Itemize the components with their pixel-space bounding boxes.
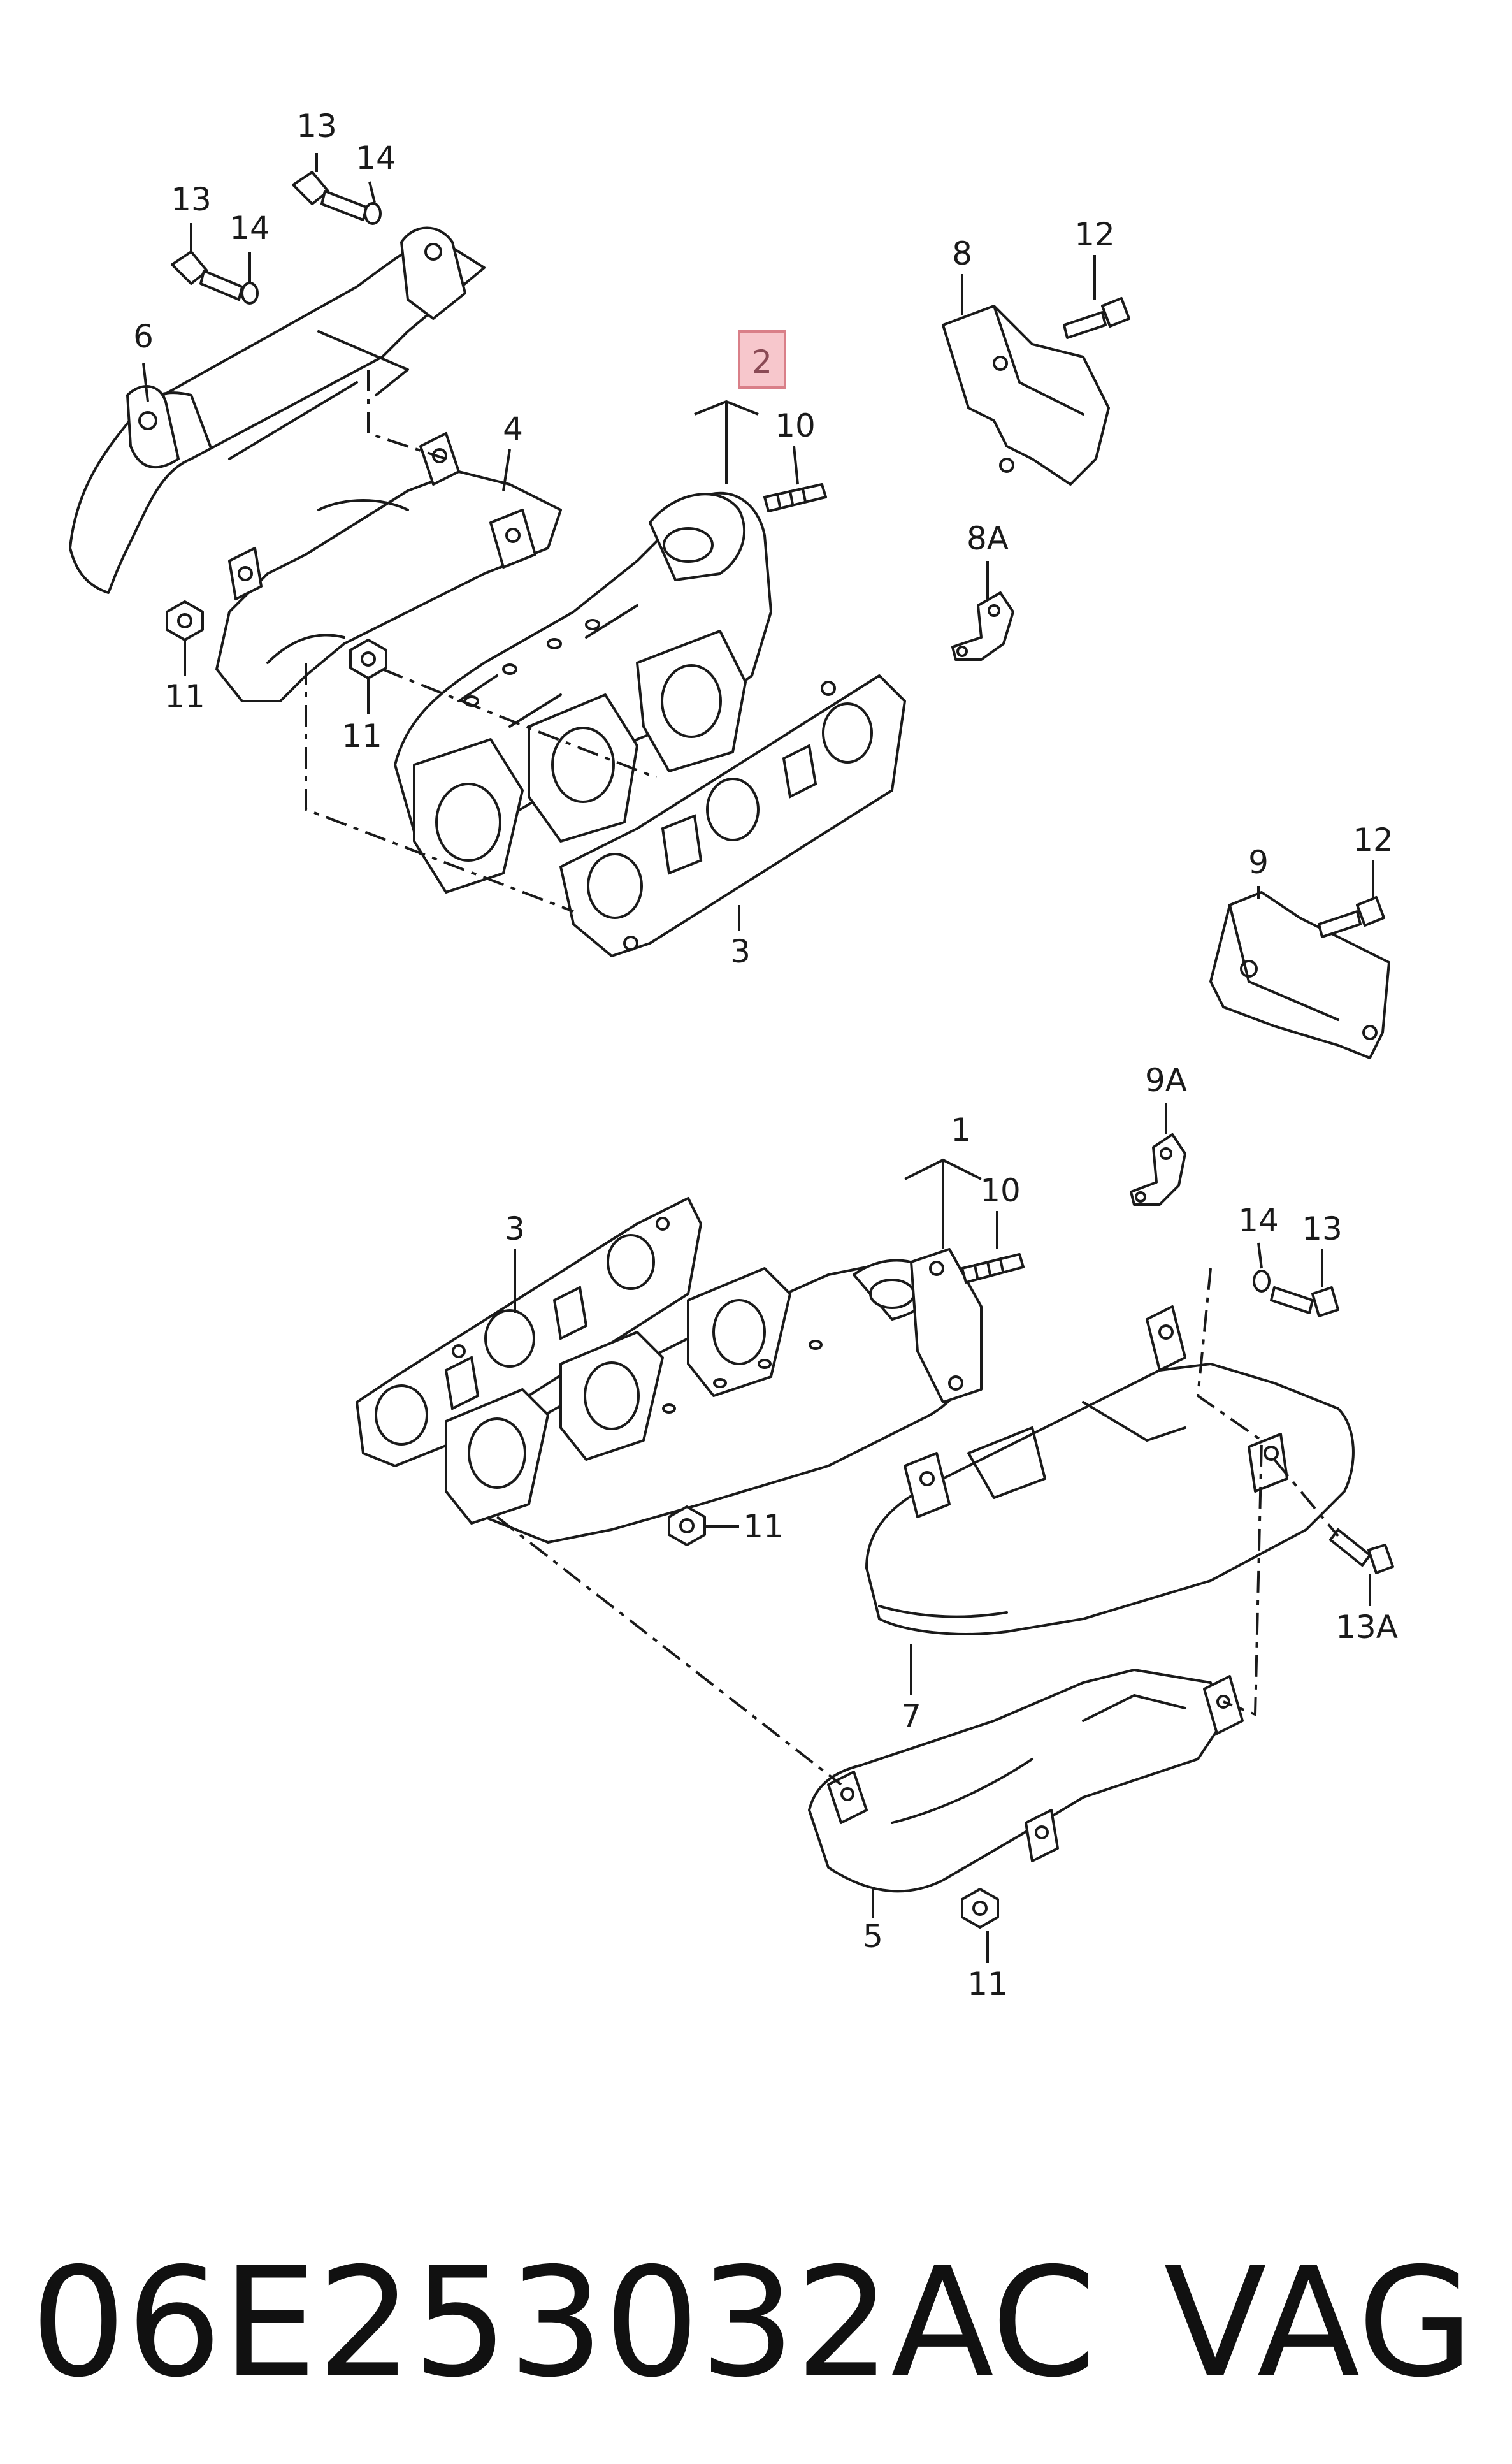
callout-13-lower: 13 xyxy=(1302,1210,1343,1247)
nut-11-upper-b xyxy=(349,639,387,679)
callout-12-upper: 12 xyxy=(1074,216,1115,253)
bracket-8 xyxy=(942,305,1110,486)
callout-2-highlight xyxy=(738,330,786,389)
callout-13-left: 13 xyxy=(171,181,212,218)
callout-4: 4 xyxy=(503,410,523,447)
nut-11-lower-b xyxy=(961,1888,999,1929)
callout-11-lower-b: 11 xyxy=(967,1966,1008,2003)
callout-5: 5 xyxy=(863,1918,883,1955)
washer-14-upper-a xyxy=(364,202,382,225)
heat-shield-6 xyxy=(69,226,486,594)
callout-12-lower: 12 xyxy=(1353,822,1393,859)
washer-14-upper-b xyxy=(241,282,259,305)
callout-10-lower: 10 xyxy=(980,1172,1021,1209)
bolt-13-upper-b xyxy=(171,250,243,301)
stud-10-lower xyxy=(961,1253,1025,1284)
callout-6: 6 xyxy=(133,318,154,355)
bracket-9A xyxy=(1130,1133,1186,1206)
exhaust-manifold-1 xyxy=(445,1248,983,1544)
callout-9: 9 xyxy=(1248,844,1269,881)
bolt-13-upper-a xyxy=(292,171,368,221)
gasket-3-lower xyxy=(356,1197,702,1467)
callout-leaders xyxy=(142,153,1374,1963)
bracket-9 xyxy=(1209,891,1390,1059)
callout-8: 8 xyxy=(952,235,972,272)
callout-1: 1 xyxy=(951,1112,971,1149)
bracket-8A xyxy=(951,591,1014,661)
callout-11-upper-b: 11 xyxy=(342,718,382,755)
exhaust-manifold-2 xyxy=(394,491,772,894)
callout-11-lower-a: 11 xyxy=(743,1508,784,1545)
brand-label: VAG xyxy=(1163,2235,1474,2410)
bolt-13A xyxy=(1329,1528,1394,1574)
callout-3-upper: 3 xyxy=(730,933,751,970)
part-number: 06E253032AC xyxy=(31,2235,1097,2410)
callout-10-upper: 10 xyxy=(775,407,816,444)
callout-14-left: 14 xyxy=(229,210,270,247)
callout-8A: 8A xyxy=(967,520,1009,557)
callout-9A: 9A xyxy=(1145,1062,1187,1099)
callout-14-lower: 14 xyxy=(1238,1202,1279,1239)
washer-14-lower xyxy=(1253,1270,1271,1293)
heat-shield-7 xyxy=(865,1305,1355,1635)
stud-10-upper xyxy=(763,483,827,512)
callout-3-lower: 3 xyxy=(505,1210,525,1247)
callout-13-top: 13 xyxy=(296,108,337,145)
callout-11-upper-a: 11 xyxy=(164,678,205,715)
callout-7: 7 xyxy=(901,1698,921,1735)
assembly-lines xyxy=(305,370,1339,1786)
bolt-12-lower xyxy=(1318,896,1385,938)
callout-labels: 13 14 13 14 6 4 2 10 8 12 8A 11 11 3 9 1… xyxy=(133,108,1398,2003)
gasket-3-upper xyxy=(559,674,906,957)
callout-13A: 13A xyxy=(1336,1609,1398,1646)
callout-14-top: 14 xyxy=(356,140,396,177)
heat-shield-5 xyxy=(808,1669,1244,1893)
heat-shield-4 xyxy=(215,432,562,702)
bolt-13-lower xyxy=(1270,1286,1339,1317)
nut-11-lower-a xyxy=(668,1505,706,1546)
bolt-12-upper xyxy=(1063,297,1130,339)
nut-11-upper-a xyxy=(166,600,204,641)
callout-2: 2 xyxy=(752,344,772,380)
